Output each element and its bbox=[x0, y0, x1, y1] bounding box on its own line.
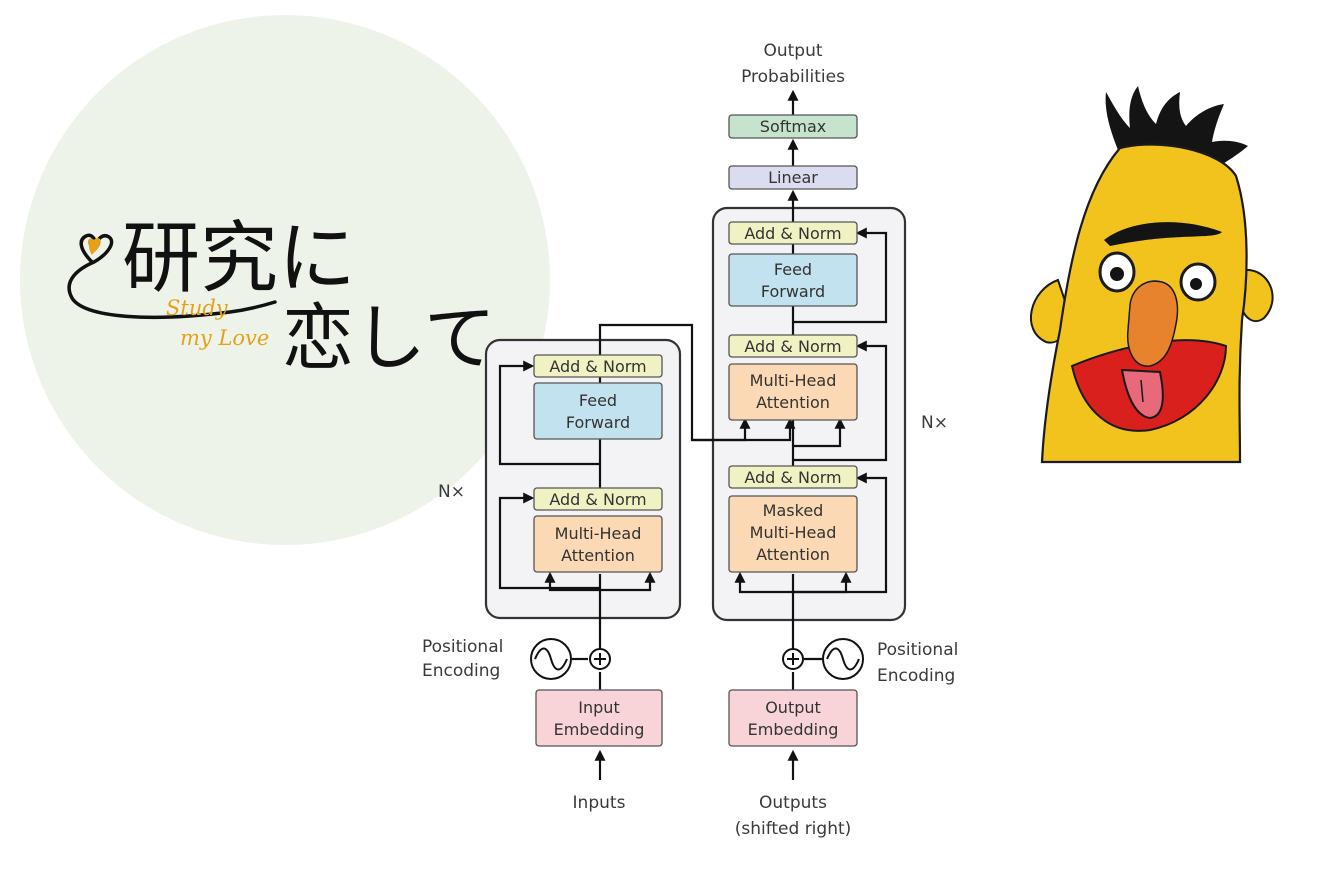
svg-text:Masked: Masked bbox=[763, 501, 824, 520]
decoder-positional-encoding-label-2: Encoding bbox=[877, 666, 955, 686]
input-embedding: Input Embedding bbox=[535, 689, 663, 747]
svg-text:Attention: Attention bbox=[561, 546, 635, 565]
decoder-masked-multi-head-attention: Masked Multi-Head Attention bbox=[728, 495, 858, 573]
encoder-add-norm-top: Add & Norm bbox=[533, 354, 663, 378]
decoder-sine-wave-icon bbox=[822, 638, 864, 680]
heart-swirl-icon bbox=[67, 233, 277, 320]
svg-text:Softmax: Softmax bbox=[760, 117, 826, 136]
linear-block: Linear bbox=[728, 165, 858, 190]
decoder-repeat-label: N× bbox=[921, 413, 948, 433]
eyebrow-icon bbox=[1104, 222, 1222, 246]
output-probabilities-label-1: Output bbox=[763, 41, 822, 61]
svg-text:Add & Norm: Add & Norm bbox=[744, 468, 841, 487]
logo-title-line2: 恋して bbox=[282, 296, 496, 380]
svg-text:Multi-Head: Multi-Head bbox=[750, 523, 837, 542]
svg-text:Embedding: Embedding bbox=[748, 720, 839, 739]
svg-text:Output: Output bbox=[765, 698, 821, 717]
svg-text:Forward: Forward bbox=[761, 282, 825, 301]
logo-subtitle-line1: Study bbox=[166, 296, 229, 320]
svg-text:Multi-Head: Multi-Head bbox=[750, 371, 837, 390]
left-eye-icon bbox=[1098, 251, 1136, 293]
svg-text:Feed: Feed bbox=[774, 260, 812, 279]
encoder-feed-forward: Feed Forward bbox=[533, 382, 663, 440]
svg-text:Add & Norm: Add & Norm bbox=[549, 357, 646, 376]
decoder-add-icon bbox=[782, 648, 804, 670]
outputs-label-2: (shifted right) bbox=[735, 819, 852, 839]
encoder-repeat-label: N× bbox=[438, 482, 465, 502]
decoder-add-norm-top: Add & Norm bbox=[728, 221, 858, 245]
svg-text:Attention: Attention bbox=[756, 393, 830, 412]
svg-text:Input: Input bbox=[578, 698, 619, 717]
logo-subtitle-line2: my Love bbox=[180, 326, 269, 350]
right-eye-icon bbox=[1179, 262, 1217, 302]
encoder-add-icon bbox=[589, 648, 611, 670]
svg-text:Forward: Forward bbox=[566, 413, 630, 432]
outputs-label-1: Outputs bbox=[759, 793, 827, 813]
encoder-multi-head-attention: Multi-Head Attention bbox=[533, 515, 663, 573]
svg-text:Feed: Feed bbox=[579, 391, 617, 410]
svg-text:Embedding: Embedding bbox=[554, 720, 645, 739]
decoder-add-norm-middle: Add & Norm bbox=[728, 334, 858, 358]
decoder-multi-head-attention: Multi-Head Attention bbox=[728, 363, 858, 421]
encoder-positional-encoding-label-2: Encoding bbox=[422, 661, 500, 681]
softmax-block: Softmax bbox=[728, 114, 858, 139]
logo: 研究に 恋して Study my Love bbox=[20, 15, 550, 545]
svg-text:Add & Norm: Add & Norm bbox=[549, 490, 646, 509]
svg-text:Linear: Linear bbox=[768, 168, 818, 187]
decoder-add-norm-bottom: Add & Norm bbox=[728, 465, 858, 489]
decoder-positional-encoding-label-1: Positional bbox=[877, 640, 958, 660]
svg-text:Attention: Attention bbox=[756, 545, 830, 564]
cartoon-yellow-face-icon bbox=[1029, 86, 1274, 464]
nose-icon bbox=[1126, 280, 1179, 367]
decoder-feed-forward: Feed Forward bbox=[728, 253, 858, 307]
logo-background-circle bbox=[20, 15, 550, 545]
transformer-diagram: Add & Norm Feed Forward Add & Norm Multi… bbox=[422, 41, 958, 839]
svg-text:Add & Norm: Add & Norm bbox=[744, 224, 841, 243]
encoder-add-norm-bottom: Add & Norm bbox=[533, 487, 663, 511]
output-probabilities-label-2: Probabilities bbox=[741, 67, 845, 87]
logo-title-line1: 研究に bbox=[122, 214, 356, 304]
inputs-label: Inputs bbox=[573, 793, 626, 813]
output-embedding: Output Embedding bbox=[728, 689, 858, 747]
svg-text:Add & Norm: Add & Norm bbox=[744, 337, 841, 356]
svg-text:Multi-Head: Multi-Head bbox=[555, 524, 642, 543]
encoder-sine-wave-icon bbox=[530, 638, 572, 680]
encoder-positional-encoding-label-1: Positional bbox=[422, 637, 503, 657]
